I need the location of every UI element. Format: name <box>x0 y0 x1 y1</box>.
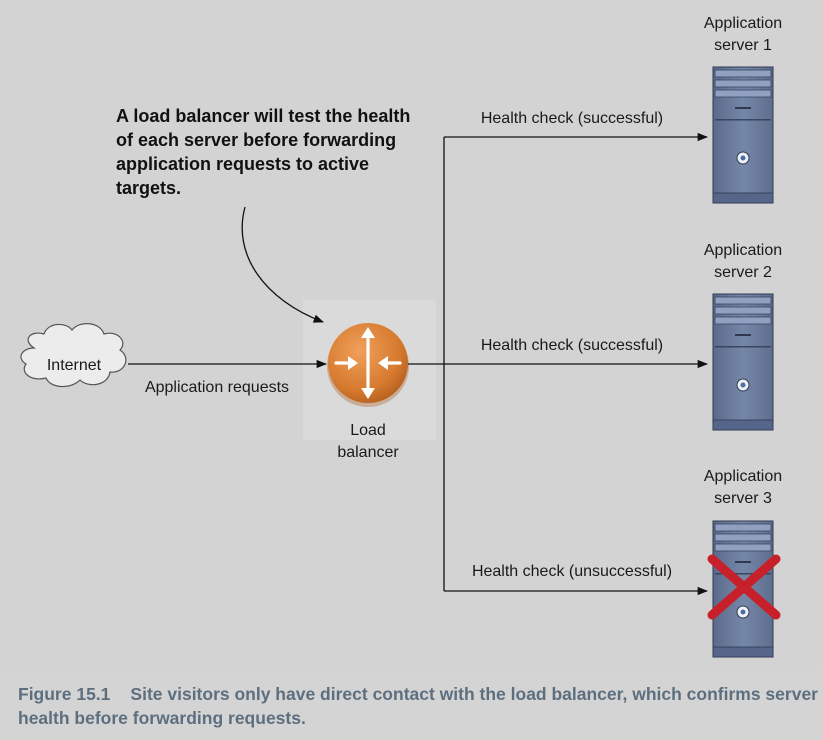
health-check-label-2: Health check (successful) <box>481 337 663 354</box>
internet-label: Internet <box>47 357 102 374</box>
callout-text: A load balancer will test the health of … <box>116 106 411 198</box>
callout-arrow <box>241 206 324 323</box>
server-1-label-line1: Application <box>704 15 782 32</box>
server-2-icon <box>712 293 774 431</box>
server-1-icon <box>712 66 774 204</box>
load-balancer-label-line2: balancer <box>337 444 399 461</box>
server-2-label-line2: server 2 <box>714 264 772 281</box>
caption-text: Site visitors only have direct contact w… <box>18 684 818 728</box>
figure-number: Figure 15.1 <box>18 684 111 704</box>
server-3-label-line1: Application <box>704 468 782 485</box>
server-3-label-line2: server 3 <box>714 490 772 507</box>
failure-x-icon <box>707 554 781 620</box>
server-2-label-line1: Application <box>704 242 782 259</box>
server-1-label-line2: server 1 <box>714 37 772 54</box>
load-balancer-diagram: Internet Application requests Load balan… <box>20 15 782 658</box>
health-check-label-3: Health check (unsuccessful) <box>472 563 672 580</box>
health-check-label-1: Health check (successful) <box>481 110 663 127</box>
load-balancer-icon <box>327 323 409 407</box>
load-balancer-label-line1: Load <box>350 422 386 439</box>
requests-label: Application requests <box>145 379 289 396</box>
internet-cloud-icon <box>20 323 127 388</box>
